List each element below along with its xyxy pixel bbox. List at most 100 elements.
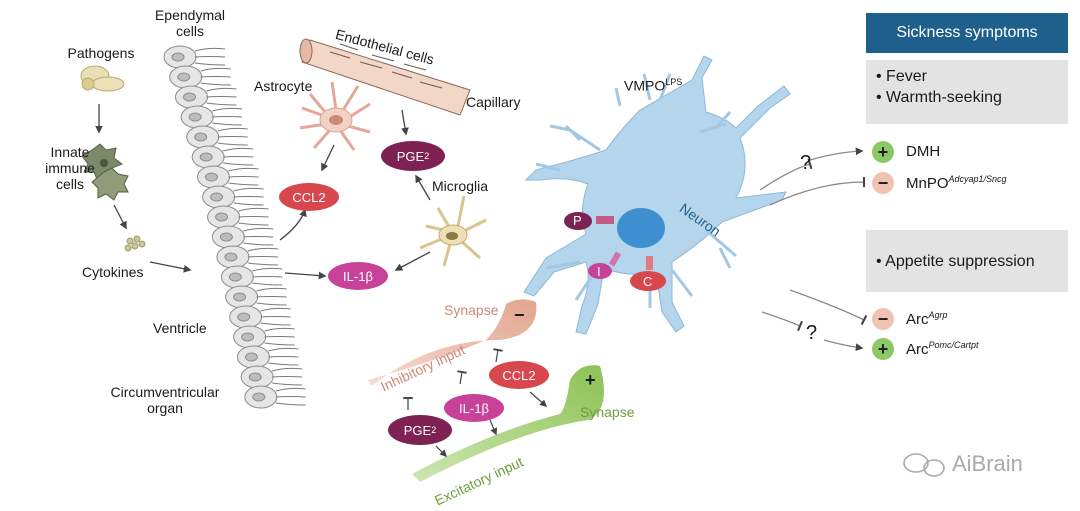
panel-header: Sickness symptoms xyxy=(866,13,1068,53)
cilium xyxy=(194,47,226,52)
capillary-vessel xyxy=(299,38,471,116)
ependymal-cell-column xyxy=(163,45,306,409)
cilium xyxy=(217,136,248,138)
cilium xyxy=(252,276,283,278)
immune-cell-icon xyxy=(81,143,129,201)
molecule-il1b: IL-1β xyxy=(328,262,388,290)
cilium xyxy=(268,347,299,352)
cilium xyxy=(223,162,254,166)
ependymal-nucleus xyxy=(233,292,247,302)
label-pathogens: Pathogens xyxy=(67,45,135,61)
cilium xyxy=(200,82,231,86)
label-astrocyte: Astrocyte xyxy=(254,78,313,94)
cilium xyxy=(194,62,226,66)
question-mark-arc: ? xyxy=(806,322,818,344)
ependymal-nucleus xyxy=(244,352,258,362)
cilium xyxy=(212,107,243,112)
cilium xyxy=(247,247,279,252)
molecule-ccl2-synapse: CCL2 xyxy=(489,361,549,389)
plus-icon: + xyxy=(872,141,894,163)
cilium xyxy=(228,176,259,178)
cilium xyxy=(217,142,248,146)
inhibitory-sign: − xyxy=(514,305,525,325)
cilium xyxy=(228,182,259,186)
cilium xyxy=(247,262,278,266)
cilium xyxy=(200,67,231,72)
cilium xyxy=(264,327,295,332)
ependymal-nucleus xyxy=(177,72,191,82)
cilium xyxy=(238,216,269,218)
label-ventricle: Ventricle xyxy=(153,320,207,336)
cilium xyxy=(228,167,259,172)
panel-group-fever: • Fever • Warmth-seeking xyxy=(866,60,1068,124)
label-innate-immune-cells: Innate immune cells xyxy=(45,144,95,192)
cilium xyxy=(260,307,291,312)
ependymal-nucleus xyxy=(248,372,262,382)
cilium xyxy=(256,302,287,306)
ependymal-nucleus xyxy=(215,212,229,222)
minus-icon: − xyxy=(872,308,894,330)
ependymal-nucleus xyxy=(241,332,255,342)
cilium xyxy=(256,287,287,292)
ependymal-nucleus xyxy=(237,312,251,322)
receptor-c xyxy=(630,256,666,291)
cilium xyxy=(252,267,283,272)
cilium xyxy=(238,222,269,226)
ependymal-nucleus xyxy=(210,192,224,202)
cilium xyxy=(264,336,295,338)
label-synapse-inhibitory: Synapse xyxy=(444,302,499,318)
label-circumventricular-organ: Circumventricular organ xyxy=(110,384,220,416)
vmpo-neuron xyxy=(523,55,791,335)
cilium xyxy=(272,382,303,386)
cilium xyxy=(275,396,306,398)
ependymal-nucleus xyxy=(199,152,213,162)
watermark-icon xyxy=(903,453,945,477)
cilium xyxy=(275,387,306,392)
label-cytokines: Cytokines xyxy=(82,264,144,280)
receptor-i xyxy=(588,251,622,279)
cilium xyxy=(260,322,291,326)
cilium xyxy=(243,242,274,246)
watermark-text: AiBrain xyxy=(952,451,1023,476)
ependymal-nucleus xyxy=(182,92,196,102)
cilium xyxy=(233,196,264,198)
receptor-p xyxy=(564,212,614,230)
cilium xyxy=(223,147,254,152)
ependymal-nucleus xyxy=(224,252,238,262)
label-synapse-excitatory: Synapse xyxy=(580,404,635,420)
cilium xyxy=(238,207,269,212)
cilium xyxy=(243,227,274,232)
ependymal-nucleus xyxy=(252,392,266,402)
molecule-il1b-synapse: IL-1β xyxy=(444,394,504,422)
cilium xyxy=(233,202,264,206)
cilium xyxy=(200,76,231,78)
cilium xyxy=(206,102,237,106)
cilium xyxy=(268,356,299,358)
molecule-ccl2: CCL2 xyxy=(279,183,339,211)
cilium xyxy=(212,122,243,126)
ependymal-nucleus xyxy=(188,112,202,122)
cilium xyxy=(268,362,299,366)
cilium xyxy=(260,316,291,318)
microglia-cell xyxy=(419,195,487,267)
cilium xyxy=(206,87,237,92)
cilium xyxy=(252,282,283,286)
pathogen-icon xyxy=(80,65,125,92)
neuron-nucleus xyxy=(617,208,665,248)
excitatory-input-path xyxy=(412,365,604,482)
cilium xyxy=(256,296,287,298)
target-arc-agrp: ArcAgrp xyxy=(906,310,948,328)
target-mnpo: MnPOAdcyap1/Sncg xyxy=(906,174,1007,192)
cilium xyxy=(194,56,226,58)
cilium xyxy=(272,367,303,372)
cilium xyxy=(212,116,243,118)
label-microglia: Microglia xyxy=(432,178,489,194)
cilium xyxy=(217,127,248,132)
ependymal-nucleus xyxy=(228,272,242,282)
minus-icon: − xyxy=(872,172,894,194)
label-capillary: Capillary xyxy=(466,94,521,110)
cilium xyxy=(233,187,264,192)
